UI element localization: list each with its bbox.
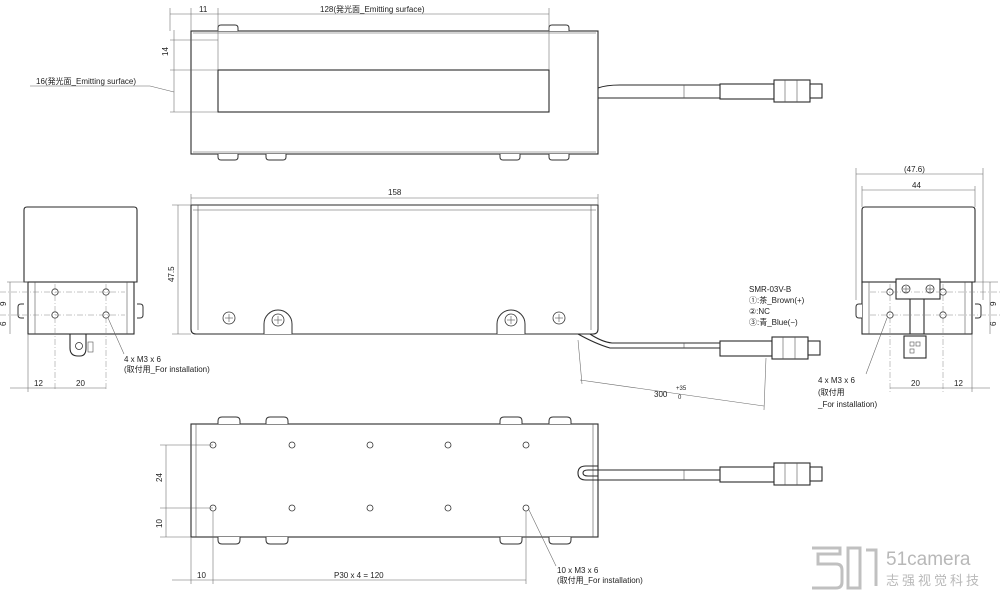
- bottom-dim-pitch: P30 x 4 = 120: [334, 571, 384, 580]
- right-note-screws: 4 x M3 x 6: [818, 376, 855, 385]
- dim-11: 11: [199, 5, 208, 14]
- right-side-view: (47.6) 44 9 6 20 12 4 x M3 x 6 (取付用 _For…: [817, 165, 1000, 409]
- connector-model: SMR-03V-B: [749, 285, 791, 294]
- right-dim-12: 12: [954, 379, 963, 388]
- watermark-logo-icon: [812, 546, 878, 590]
- left-side-view: 9 6 12 20 4 x M3 x 6 (取付用_For installati…: [0, 206, 210, 392]
- dim-14: 14: [161, 47, 170, 56]
- left-dim-20: 20: [76, 379, 85, 388]
- watermark-brand: 51camera: [886, 549, 971, 570]
- front-view: 158 47.5 300 +35 0 SMR-03V-B ①:茶_Brown(+…: [167, 188, 821, 411]
- connector-pin2: ②:NC: [749, 307, 770, 316]
- dim-158: 158: [388, 188, 402, 197]
- left-side-body: [27, 281, 135, 335]
- emitting-surface: [217, 69, 550, 113]
- dim-300-tol-zero: 0: [678, 395, 682, 401]
- left-dim-9: 9: [0, 301, 8, 306]
- top-view: 11 128(発光面_Emitting surface) 14 16(発光面_E…: [30, 4, 823, 161]
- bottom-note-screws: 10 x M3 x 6: [557, 566, 599, 575]
- bottom-view-body: [190, 423, 599, 538]
- right-note-install-2: _For installation): [817, 400, 877, 409]
- left-note-install: (取付用_For installation): [124, 364, 210, 374]
- dim-47-5: 47.5: [167, 266, 176, 282]
- dim-128-emitting: 128(発光面_Emitting surface): [320, 4, 425, 14]
- right-dim-9: 9: [989, 301, 998, 306]
- right-dim-20: 20: [911, 379, 920, 388]
- left-dim-6: 6: [0, 321, 8, 326]
- right-dim-6: 6: [989, 321, 998, 326]
- bottom-dim-24: 24: [155, 473, 164, 482]
- connector-pin3: ③:青_Blue(−): [749, 317, 798, 327]
- top-view-body: [190, 30, 599, 155]
- dim-300: 300: [654, 390, 668, 399]
- watermark: 51camera 志强视觉科技: [812, 546, 982, 590]
- bottom-dim-10: 10: [197, 571, 206, 580]
- right-dim-47-6: (47.6): [904, 165, 925, 174]
- bottom-view: 24 10 10 P30 x 4 = 120 10 x M3 x 6 (取付用_…: [155, 416, 823, 585]
- dim-16-emitting: 16(発光面_Emitting surface): [36, 76, 136, 86]
- dim-300-tol-plus: +35: [676, 386, 687, 392]
- watermark-subtitle: 志强视觉科技: [886, 573, 982, 588]
- left-note-screws: 4 x M3 x 6: [124, 355, 161, 364]
- connector-pin1: ①:茶_Brown(+): [749, 295, 805, 305]
- bottom-dim-10-side: 10: [155, 519, 164, 528]
- front-view-body: [190, 204, 599, 335]
- right-dim-44: 44: [912, 181, 921, 190]
- left-dim-12: 12: [34, 379, 43, 388]
- right-note-install-1: (取付用: [818, 387, 845, 397]
- bottom-note-install: (取付用_For installation): [557, 575, 643, 585]
